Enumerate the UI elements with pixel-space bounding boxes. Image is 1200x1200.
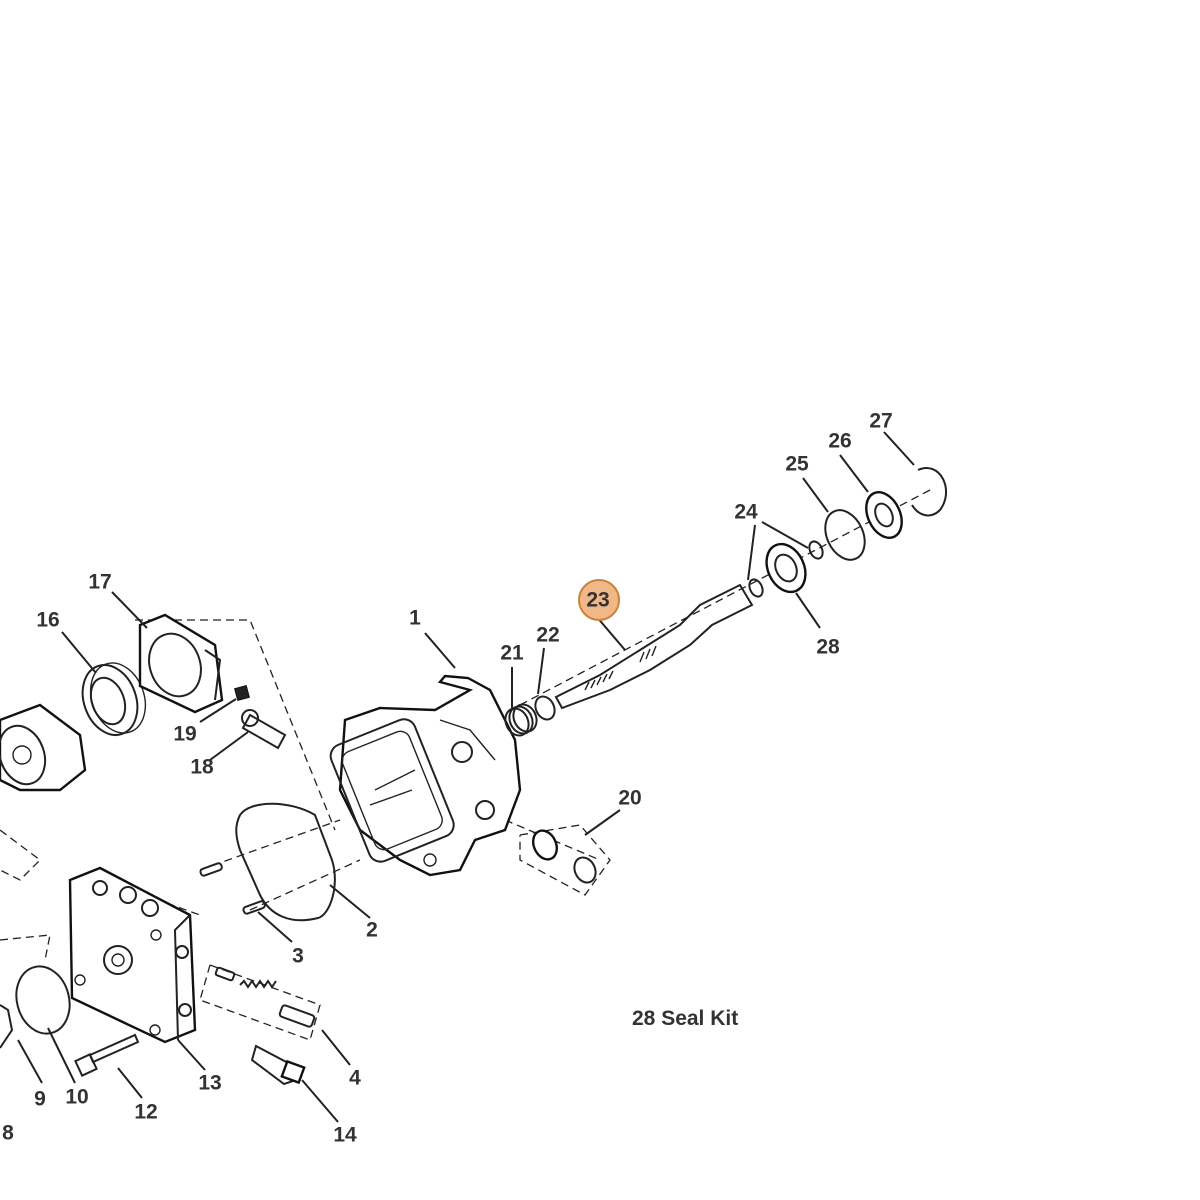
plate-part-9[interactable] [0, 1004, 14, 1049]
ring-part-22[interactable] [532, 693, 558, 722]
callout-4[interactable]: 4 [349, 1066, 361, 1090]
callout-1[interactable]: 1 [409, 606, 421, 630]
highlight-marker-23 [578, 579, 620, 621]
housing-part-1[interactable] [327, 674, 522, 877]
callout-13[interactable]: 13 [198, 1071, 222, 1095]
dowel-pins-part-3[interactable] [199, 862, 266, 915]
seal-kit-note: 28 Seal Kit [632, 1007, 739, 1030]
assembly-axes [0, 489, 931, 1041]
callout-20[interactable]: 20 [618, 786, 642, 810]
bolt-part-12[interactable] [74, 1033, 140, 1077]
ring-part-24[interactable] [747, 539, 825, 598]
bearing-part-28[interactable] [759, 538, 813, 599]
seal-group-part-20[interactable] [529, 827, 600, 886]
spring-part-21[interactable] [501, 701, 541, 740]
callout-3[interactable]: 3 [292, 944, 304, 968]
gasket-part-2[interactable] [235, 802, 336, 922]
callout-24[interactable]: 24 [734, 500, 758, 524]
callout-18[interactable]: 18 [190, 755, 214, 779]
callout-23[interactable]: 23 [586, 588, 610, 612]
snap-ring-part-25[interactable] [818, 504, 873, 566]
callout-16[interactable]: 16 [36, 608, 60, 632]
relief-valve-part-4[interactable] [214, 966, 316, 1028]
callout-14[interactable]: 14 [333, 1123, 357, 1147]
callout-25[interactable]: 25 [785, 452, 809, 476]
shaft-seal-part-26[interactable] [859, 486, 908, 543]
callout-27[interactable]: 27 [869, 409, 893, 433]
callout-28[interactable]: 28 [816, 635, 840, 659]
callout-9[interactable]: 9 [34, 1087, 46, 1111]
callout-22[interactable]: 22 [536, 623, 560, 647]
end-cover-part-13[interactable] [68, 866, 197, 1044]
callout-19[interactable]: 19 [173, 722, 197, 746]
callout-26[interactable]: 26 [828, 429, 852, 453]
retaining-ring-part-27[interactable] [911, 467, 948, 517]
callout-21[interactable]: 21 [500, 641, 524, 665]
callout-8[interactable]: 8 [2, 1121, 14, 1145]
pin-part-18[interactable] [241, 709, 287, 750]
swashplate-part-17[interactable] [138, 613, 224, 714]
leader-lines [17, 431, 915, 1123]
seal-ring-part-16[interactable] [73, 655, 154, 742]
callout-12[interactable]: 12 [134, 1100, 158, 1124]
shaft-part-23[interactable] [554, 583, 754, 710]
callout-10[interactable]: 10 [65, 1085, 89, 1109]
cartridge-part-14[interactable] [250, 1044, 306, 1086]
callout-2[interactable]: 2 [366, 918, 378, 942]
o-ring-part-10[interactable] [9, 960, 77, 1039]
callout-17[interactable]: 17 [88, 570, 112, 594]
cylinder-block-part-8[interactable] [0, 703, 87, 792]
insert-part-19[interactable] [234, 685, 250, 701]
